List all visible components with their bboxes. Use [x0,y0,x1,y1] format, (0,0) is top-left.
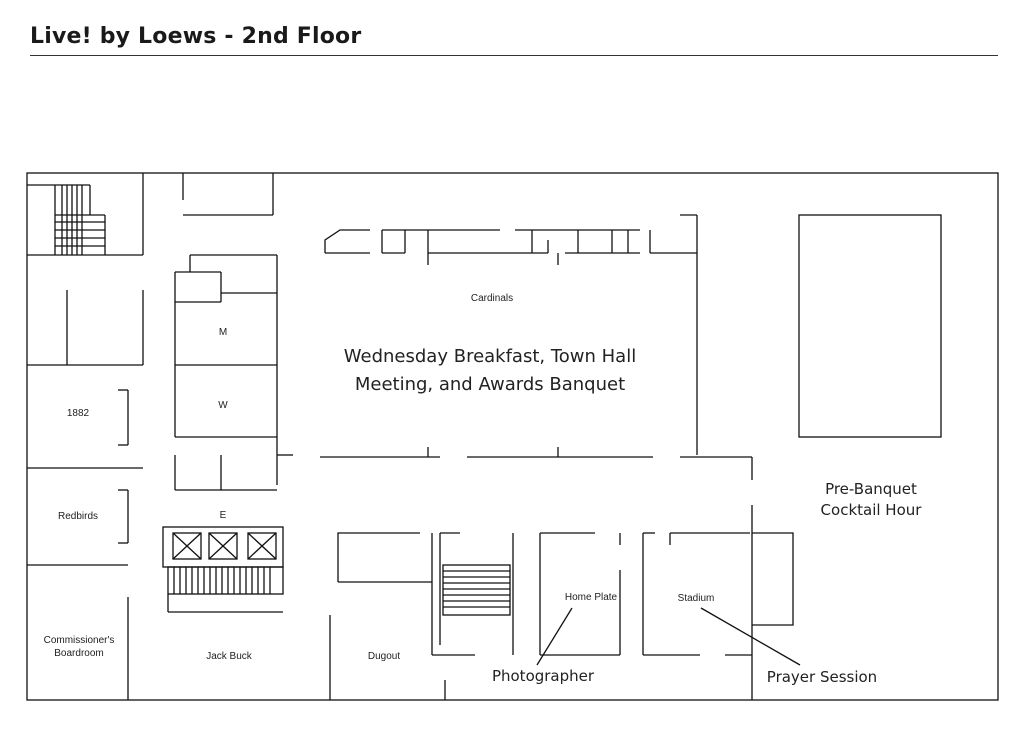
event-prebanquet-line2: Cocktail Hour [821,501,923,519]
page-title: Live! by Loews - 2nd Floor [30,24,362,49]
room-commissioners-line1: Commissioner's [44,635,115,646]
room-commissioners-line2: Boardroom [54,648,103,659]
room-elevators: E [220,510,227,521]
prayer-pointer [700,607,801,666]
event-main-line1: Wednesday Breakfast, Town Hall [344,346,636,367]
event-prebanquet-line1: Pre-Banquet [825,480,917,498]
stairwell-center [439,532,514,655]
room-1882: 1882 [67,408,90,419]
room-womens-restroom: W [218,400,228,411]
room-mens-restroom: M [219,327,227,338]
room-home-plate: Home Plate [565,592,618,603]
room-cardinals: Cardinals [471,293,513,304]
room-stadium: Stadium [678,593,715,604]
event-photographer: Photographer [492,667,595,685]
stairwell-elevators [167,566,284,613]
pre-banquet-table [798,214,942,438]
room-jack-buck: Jack Buck [206,651,253,662]
room-redbirds: Redbirds [58,511,98,522]
title-underline [30,55,998,56]
photographer-pointer [536,607,573,666]
room-dugout: Dugout [368,651,400,662]
cardinals-room-walls [277,214,752,458]
event-main-line2: Meeting, and Awards Banquet [355,374,625,395]
event-prayer-session: Prayer Session [767,668,877,686]
building-outline [26,172,999,701]
elevator-bank [162,526,284,568]
stairwell-top-left [27,184,106,255]
